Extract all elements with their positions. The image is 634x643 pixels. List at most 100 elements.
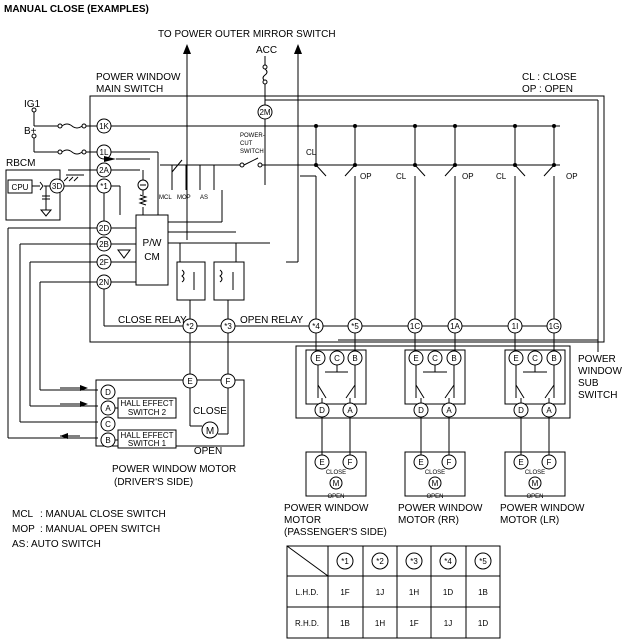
label-cl-close: CL : CLOSE [522,72,577,83]
label-pwcm-1: P/W [143,238,162,249]
table-cell: 1D [478,619,488,628]
legend-as-abbr: AS [12,539,26,550]
table-cell: 1H [375,619,385,628]
table-header-1: *1 [341,557,349,566]
terminal-2b: 2B [99,240,109,249]
terminal-1g: 1G [549,322,560,331]
label-as: AS [200,195,208,201]
table-row-label-rhd: R.H.D. [295,619,319,628]
main-switch-group-3: CL OP [496,126,578,319]
term-e: E [315,354,320,363]
terminal-1a: 1A [450,322,460,331]
term-e: E [413,354,418,363]
motor-icon: M [333,479,340,488]
label-motor-lr-1: POWER WINDOW [500,503,585,514]
table-cell: 1F [340,588,349,597]
label-bplus: B+ [24,126,37,137]
table-cell: 1J [376,588,384,597]
terminal-s3: *3 [224,322,232,331]
label-pwm-driver-1: POWER WINDOW MOTOR [112,464,236,475]
terminal-s2: *2 [186,322,194,331]
terminal-s4: *4 [312,322,320,331]
terminal-1c: 1C [410,322,420,331]
term-e: E [418,458,423,467]
label-sub-3: SUB [578,378,599,389]
term-f: F [226,377,231,386]
motor-icon: M [206,426,214,437]
terminal-2m: 2M [259,108,270,117]
table-header-3: *3 [410,557,418,566]
label-motor-pass-2: MOTOR [284,515,321,526]
term-f: F [547,458,552,467]
label-hall1-1: HALL EFFECT [120,431,173,440]
label-cpu: CPU [12,183,29,192]
label-open: OPEN [194,446,222,457]
label-cl-1: CL [306,148,317,157]
label-power-cut-3: SWITCH [240,149,264,155]
motor-icon: M [432,479,439,488]
main-switch-group-1: CL OP [300,126,372,319]
table-cell: 1H [409,588,419,597]
label-motor-rr-2: MOTOR (RR) [398,515,459,526]
term-d: D [518,406,524,415]
table-header-4: *4 [444,557,452,566]
label-main-switch-2: MAIN SWITCH [96,84,163,95]
label-motor-lr-2: MOTOR (LR) [500,515,559,526]
label-motor-pass-1: POWER WINDOW [284,503,369,514]
label-cl-3: CL [496,172,507,181]
label-pwm-driver-2: (DRIVER'S SIDE) [114,477,193,488]
terminal-3d: 3D [52,182,62,191]
sub-switch-passenger: E C B D A [305,349,367,418]
term-c: C [105,420,111,429]
label-open-relay: OPEN RELAY [240,315,303,326]
label-motor-rr-1: POWER WINDOW [398,503,483,514]
term-f: F [348,458,353,467]
label-sub-2: WINDOW [578,366,622,377]
label-cl-2: CL [396,172,407,181]
legend-mop-abbr: MOP [12,524,35,535]
term-a: A [347,406,353,415]
term-e: E [518,458,523,467]
legend-as-text: : AUTO SWITCH [26,539,101,550]
label-open: OPEN [327,494,344,500]
legend-mop-text: : MANUAL OPEN SWITCH [40,524,160,535]
label-hall2-1: HALL EFFECT [120,399,173,408]
terminal-s5: *5 [351,322,359,331]
label-mop: MOP [177,195,191,201]
terminal-1l: 1L [100,148,109,157]
connector-table: *1 *2 *3 *4 *5 L.H.D. 1F 1J 1H 1D 1B R.H… [286,545,501,639]
label-close-relay: CLOSE RELAY [118,315,187,326]
label-open: OPEN [426,494,443,500]
term-d: D [105,388,111,397]
terminal-s1: *1 [100,182,108,191]
label-op-2: OP [462,172,474,181]
label-motor-pass-3: (PASSENGER'S SIDE) [284,527,387,538]
table-header-2: *2 [376,557,384,566]
term-d: D [319,406,325,415]
term-c: C [334,354,340,363]
label-open: OPEN [526,494,543,500]
terminal-1k: 1K [99,122,109,131]
label-op-3: OP [566,172,578,181]
label-sub-4: SWITCH [578,390,617,401]
motor-icon: M [532,479,539,488]
label-mcl: MCL [159,195,172,201]
motor-passenger: E F CLOSE M OPEN [305,451,367,500]
term-e: E [319,458,324,467]
terminal-1i: 1I [512,322,519,331]
label-op-1: OP [360,172,372,181]
label-close: CLOSE [525,470,545,476]
table-cell: 1D [443,588,453,597]
label-hall2-2: SWITCH 2 [128,408,167,417]
label-close: CLOSE [193,406,227,417]
motor-rr: E F CLOSE M OPEN [404,451,466,500]
label-op-open: OP : OPEN [522,84,573,95]
term-c: C [432,354,438,363]
term-e: E [187,377,192,386]
main-switch-group-2: CL OP [396,126,474,319]
table-header-5: *5 [479,557,487,566]
label-close: CLOSE [425,470,445,476]
term-a: A [446,406,452,415]
table-row-label-lhd: L.H.D. [296,588,319,597]
